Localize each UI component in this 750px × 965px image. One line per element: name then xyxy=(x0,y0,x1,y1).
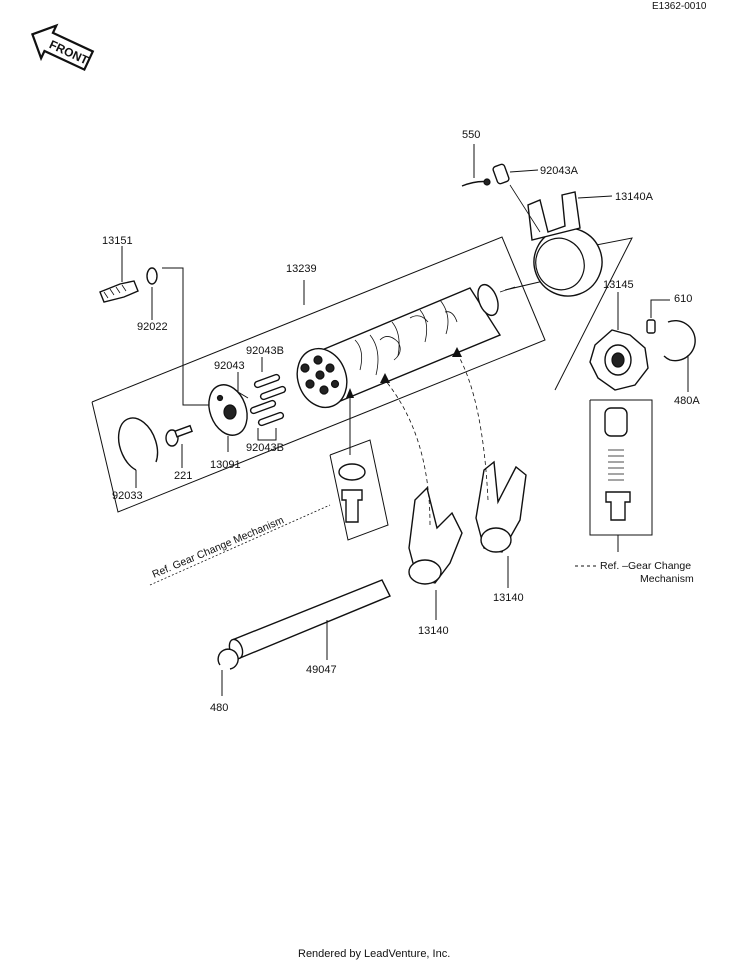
drum-plate-13091 xyxy=(208,384,248,452)
label-92043: 92043 xyxy=(214,360,245,372)
label-13145: 13145 xyxy=(603,279,634,291)
label-92022: 92022 xyxy=(137,321,168,333)
front-arrow-icon: FRONT xyxy=(30,23,95,72)
right-gear-change-reference-line1: Ref. –Gear Change xyxy=(600,560,691,572)
label-13091: 13091 xyxy=(210,459,241,471)
label-13239: 13239 xyxy=(286,263,317,275)
label-221: 221 xyxy=(174,470,192,482)
circlip-480A xyxy=(663,319,696,392)
screw-221 xyxy=(165,424,193,468)
left-gear-change-reference: Ref. Gear Change Mechanism xyxy=(150,514,285,581)
label-92043B-top: 92043B xyxy=(246,345,284,357)
shift-drum xyxy=(296,283,516,409)
shift-fork-13140A xyxy=(509,184,603,297)
label-49047: 49047 xyxy=(306,664,337,676)
label-13140-left: 13140 xyxy=(418,625,449,637)
label-13151: 13151 xyxy=(102,235,133,247)
neutral-switch-13151 xyxy=(99,246,139,303)
pins-92043B xyxy=(237,357,287,441)
label-550: 550 xyxy=(462,129,480,141)
label-610: 610 xyxy=(674,293,692,305)
label-92043B-bottom: 92043B xyxy=(246,442,284,454)
label-13140-right: 13140 xyxy=(493,592,524,604)
diagram-code: E1362-0010 xyxy=(652,1,707,12)
clip-550 xyxy=(461,144,491,187)
shift-drum-group-outline xyxy=(91,236,546,513)
right-gear-change-reference-line2: Mechanism xyxy=(640,573,694,585)
label-92043A: 92043A xyxy=(540,165,579,177)
pin-92043A xyxy=(492,163,510,185)
shift-fork-13140-left xyxy=(380,373,463,620)
circlip-480 xyxy=(217,648,239,696)
label-480: 480 xyxy=(210,702,228,714)
circlip-92033 xyxy=(117,417,159,488)
shift-fork-13140-right xyxy=(452,347,527,588)
drum-segment-13145 xyxy=(589,329,649,391)
footer-rendered-by: Rendered by LeadVenture, Inc. xyxy=(298,948,450,960)
pin-610 xyxy=(646,299,670,334)
label-13140A: 13140A xyxy=(615,191,654,203)
washer-92022 xyxy=(146,267,220,406)
label-92033: 92033 xyxy=(112,490,143,502)
left-reference-line xyxy=(149,504,331,586)
detent-assembly-left xyxy=(329,388,389,541)
label-480A: 480A xyxy=(674,395,700,407)
shift-rod-49047 xyxy=(228,579,391,660)
detent-assembly-right xyxy=(575,399,653,567)
